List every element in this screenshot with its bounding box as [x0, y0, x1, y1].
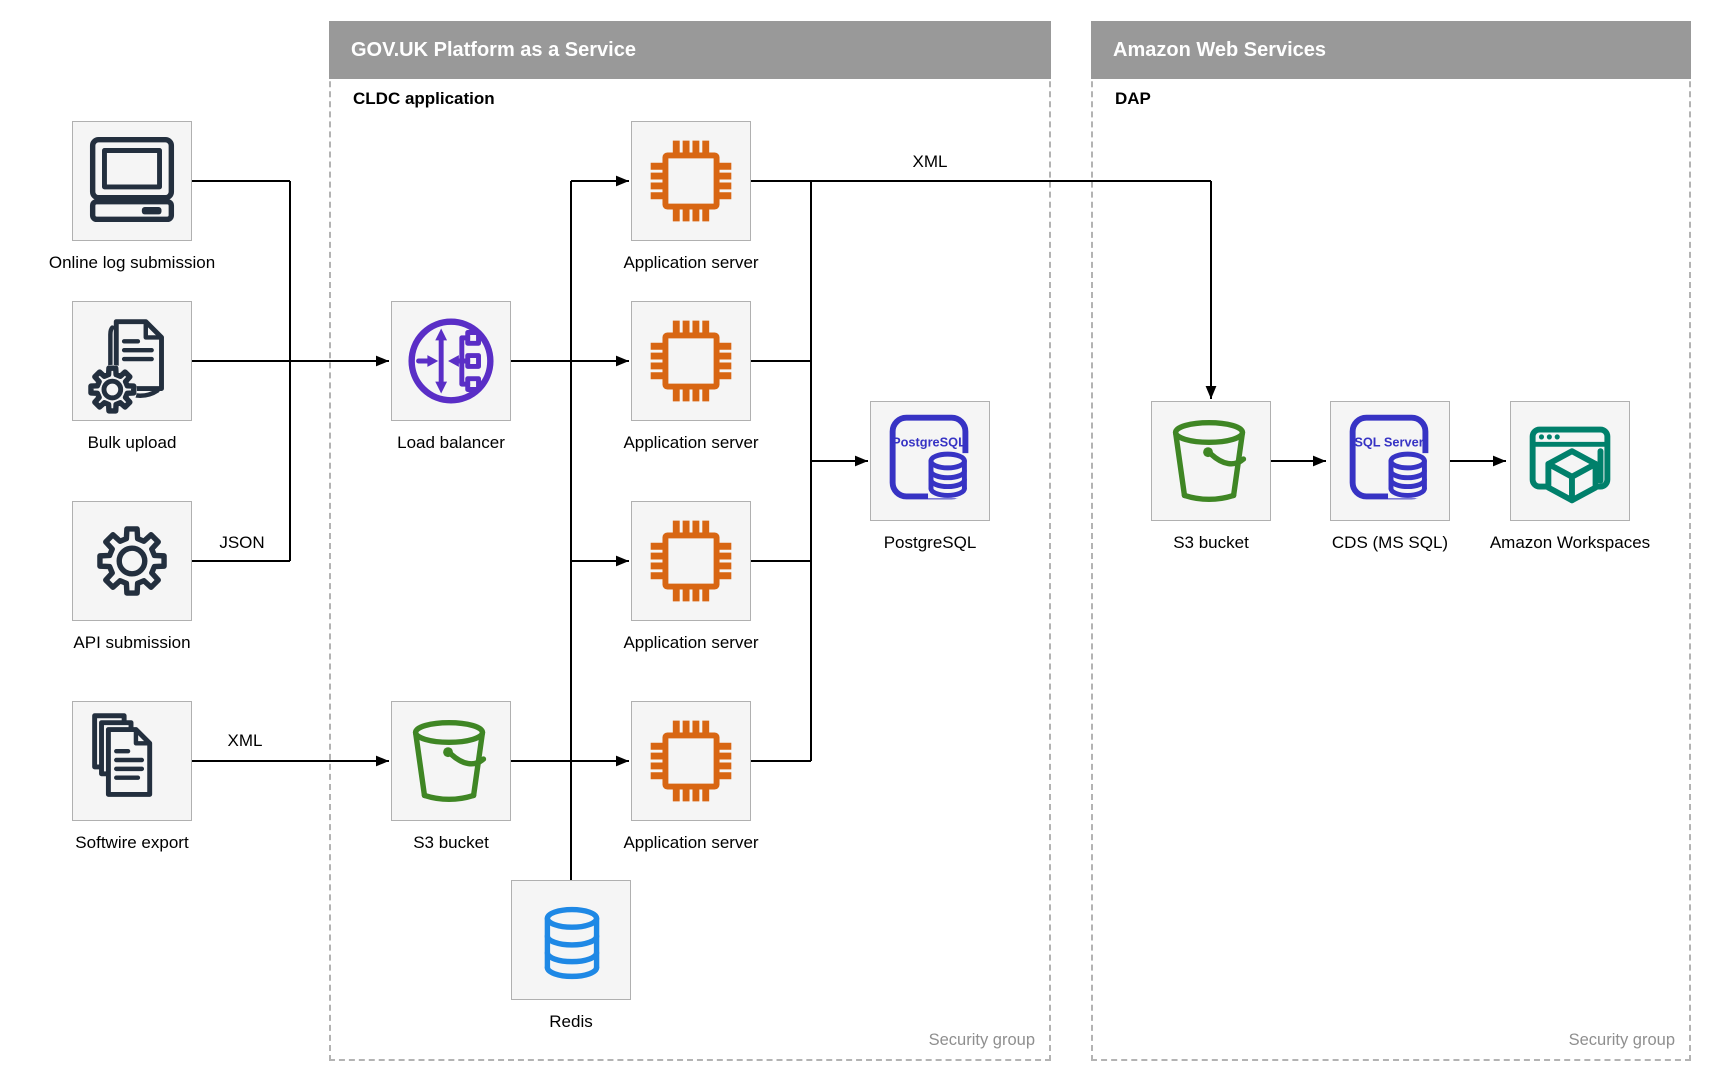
- bucket-icon: [412, 719, 487, 803]
- node-s3-bucket-paas: S3 bucket: [391, 701, 511, 852]
- edge-label-json: JSON: [219, 533, 265, 552]
- security-group-label-aws: Security group: [1568, 1031, 1675, 1049]
- node-amazon-workspaces: Amazon Workspaces: [1490, 401, 1650, 552]
- node-application-server-3: Application server: [623, 501, 759, 652]
- node-load-balancer: Load balancer: [391, 301, 511, 452]
- document-gear-icon: [87, 319, 164, 415]
- node-box: PostgreSQL: [870, 401, 990, 521]
- node-label: Amazon Workspaces: [1489, 533, 1651, 552]
- node-api-submission: API submission: [72, 501, 192, 652]
- node-postgresql: PostgreSQL PostgreSQL: [870, 401, 990, 552]
- node-label: S3 bucket: [1173, 533, 1249, 552]
- database-cylinder-icon: [544, 906, 600, 980]
- node-softwire-export: Softwire export: [72, 701, 192, 852]
- node-label: Bulk upload: [87, 433, 177, 452]
- node-label: Online log submission: [48, 253, 216, 272]
- node-box: [631, 501, 751, 621]
- container-sublabel-dap: DAP: [1115, 89, 1151, 108]
- node-label: PostgreSQL: [883, 533, 977, 552]
- node-label: Application server: [623, 433, 759, 452]
- node-box: [631, 701, 751, 821]
- chip-icon: [650, 720, 732, 802]
- stacked-documents-icon: [92, 713, 153, 797]
- edge-label-xml-dap: XML: [912, 152, 948, 171]
- node-redis: Redis: [511, 880, 631, 1031]
- node-box: [72, 121, 192, 241]
- node-box: [72, 301, 192, 421]
- postgresql-icon: PostgreSQL: [889, 414, 974, 500]
- container-govuk-paas: GOV.UK Platform as a Service CLDC applic…: [329, 21, 1051, 1061]
- sql-server-icon-text: SQL Server: [1354, 434, 1423, 449]
- security-group-label-paas: Security group: [928, 1031, 1035, 1049]
- bucket-icon: [1172, 419, 1247, 503]
- node-application-server-1: Application server: [623, 121, 759, 272]
- container-aws: Amazon Web Services DAP Security group: [1091, 21, 1691, 1061]
- chip-icon: [650, 140, 732, 222]
- node-box: [1510, 401, 1630, 521]
- node-box: [511, 880, 631, 1000]
- node-label: CDS (MS SQL): [1331, 533, 1449, 552]
- node-label: Softwire export: [75, 833, 189, 852]
- sql-server-icon: SQL Server: [1349, 414, 1434, 500]
- node-application-server-4: Application server: [623, 701, 759, 852]
- desktop-computer-icon: [89, 136, 175, 223]
- chip-icon: [650, 520, 732, 602]
- node-application-server-2: Application server: [623, 301, 759, 452]
- node-s3-bucket-dap: S3 bucket: [1151, 401, 1271, 552]
- node-online-log-submission: Online log submission: [49, 121, 215, 272]
- node-box: [72, 701, 192, 821]
- node-label: S3 bucket: [413, 833, 489, 852]
- container-title-aws: Amazon Web Services: [1113, 38, 1327, 61]
- node-label: Application server: [623, 833, 759, 852]
- node-box: [72, 501, 192, 621]
- node-cds-ms-sql: SQL Server CDS (MS SQL): [1330, 401, 1450, 552]
- node-bulk-upload: Bulk upload: [72, 301, 192, 452]
- node-label: Application server: [623, 253, 759, 272]
- container-header-paas: GOV.UK Platform as a Service: [329, 21, 1051, 79]
- container-header-aws: Amazon Web Services: [1091, 21, 1691, 79]
- gear-icon: [73, 501, 191, 621]
- container-title-paas: GOV.UK Platform as a Service: [351, 38, 636, 61]
- node-box: [391, 301, 511, 421]
- node-box: [631, 301, 751, 421]
- container-sublabel-cldc: CLDC application: [353, 89, 495, 108]
- node-label: API submission: [73, 633, 191, 652]
- browser-cube-icon: [1529, 426, 1611, 504]
- node-label: Load balancer: [397, 433, 505, 452]
- node-label: Application server: [623, 633, 759, 652]
- node-box: [631, 121, 751, 241]
- postgresql-icon-text: PostgreSQL: [892, 434, 966, 449]
- load-balancer-icon: [408, 318, 494, 404]
- node-label: Redis: [549, 1012, 593, 1031]
- chip-icon: [650, 320, 732, 402]
- node-box: SQL Server: [1330, 401, 1450, 521]
- node-box: [391, 701, 511, 821]
- node-box: [1151, 401, 1271, 521]
- edge-label-xml-softwire: XML: [227, 731, 263, 750]
